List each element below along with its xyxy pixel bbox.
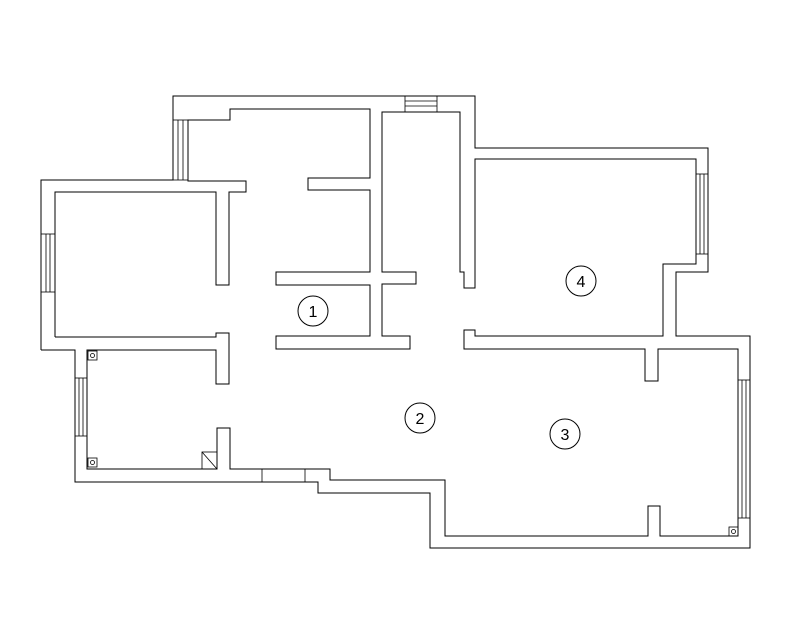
window-left-room — [40, 233, 56, 293]
room-label-2: 2 — [404, 402, 436, 434]
windows — [40, 95, 751, 519]
window-room-4 — [695, 173, 709, 255]
window-lower-left — [74, 377, 88, 437]
room-label-4: 4 — [565, 265, 597, 297]
room-number: 3 — [561, 427, 570, 444]
window-room-3 — [737, 379, 751, 519]
columns — [87, 350, 739, 537]
room-label-3: 3 — [549, 418, 581, 450]
room-number: 2 — [416, 411, 425, 428]
room-number: 4 — [577, 274, 586, 291]
threshold-bottom — [261, 468, 306, 483]
room-number: 1 — [309, 304, 318, 321]
window-top — [404, 95, 438, 113]
column-marker — [87, 350, 98, 361]
column-marker — [87, 457, 98, 468]
room-label-1: 1 — [297, 295, 329, 327]
outer-walls — [40, 95, 751, 549]
duct-marker — [201, 451, 218, 470]
column-marker — [728, 526, 739, 537]
window-upper-left — [172, 119, 189, 181]
